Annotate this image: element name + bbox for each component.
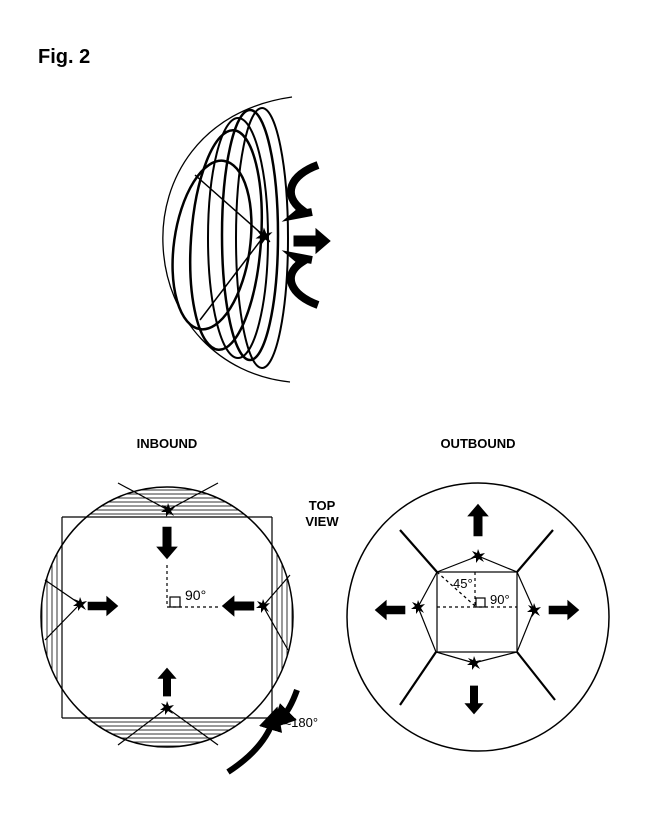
rotation-label: ≈180°: [284, 715, 318, 730]
side-view-diagram: [162, 96, 331, 383]
outbound-angle-label-45: 45°: [453, 576, 473, 591]
outbound-diagram: 45° 90°: [346, 482, 610, 752]
figure-title: Fig. 2: [38, 46, 90, 68]
arrow-right-icon: [548, 599, 580, 621]
source-top-icon: [471, 549, 485, 563]
forward-arrow-icon: [293, 228, 331, 254]
inbound-diagram: 90° ≈180°: [40, 482, 318, 775]
arrow-right-icon: [87, 595, 119, 617]
curved-arrow-down-icon: [281, 250, 320, 309]
curved-arrow-up-icon: [281, 161, 320, 222]
source-right-icon: [527, 603, 541, 617]
source-bottom-icon: [467, 656, 481, 670]
top-view-label-2: VIEW: [305, 514, 339, 529]
arrow-left-icon: [221, 595, 255, 617]
source-bottom-icon: [160, 701, 174, 715]
inbound-heading: INBOUND: [137, 436, 198, 451]
arrow-up-icon: [467, 503, 489, 537]
rotation-arrow-icon: [271, 688, 300, 729]
arrow-left-icon: [374, 599, 406, 621]
outbound-angle-label-90: 90°: [490, 592, 510, 607]
outbound-heading: OUTBOUND: [440, 436, 515, 451]
arrow-up-icon: [157, 667, 177, 697]
source-left-icon: [411, 600, 425, 614]
inbound-angle-label: 90°: [185, 587, 206, 603]
arrow-down-icon: [464, 685, 484, 715]
top-view-label-1: TOP: [309, 498, 336, 513]
arrow-down-icon: [156, 526, 178, 560]
